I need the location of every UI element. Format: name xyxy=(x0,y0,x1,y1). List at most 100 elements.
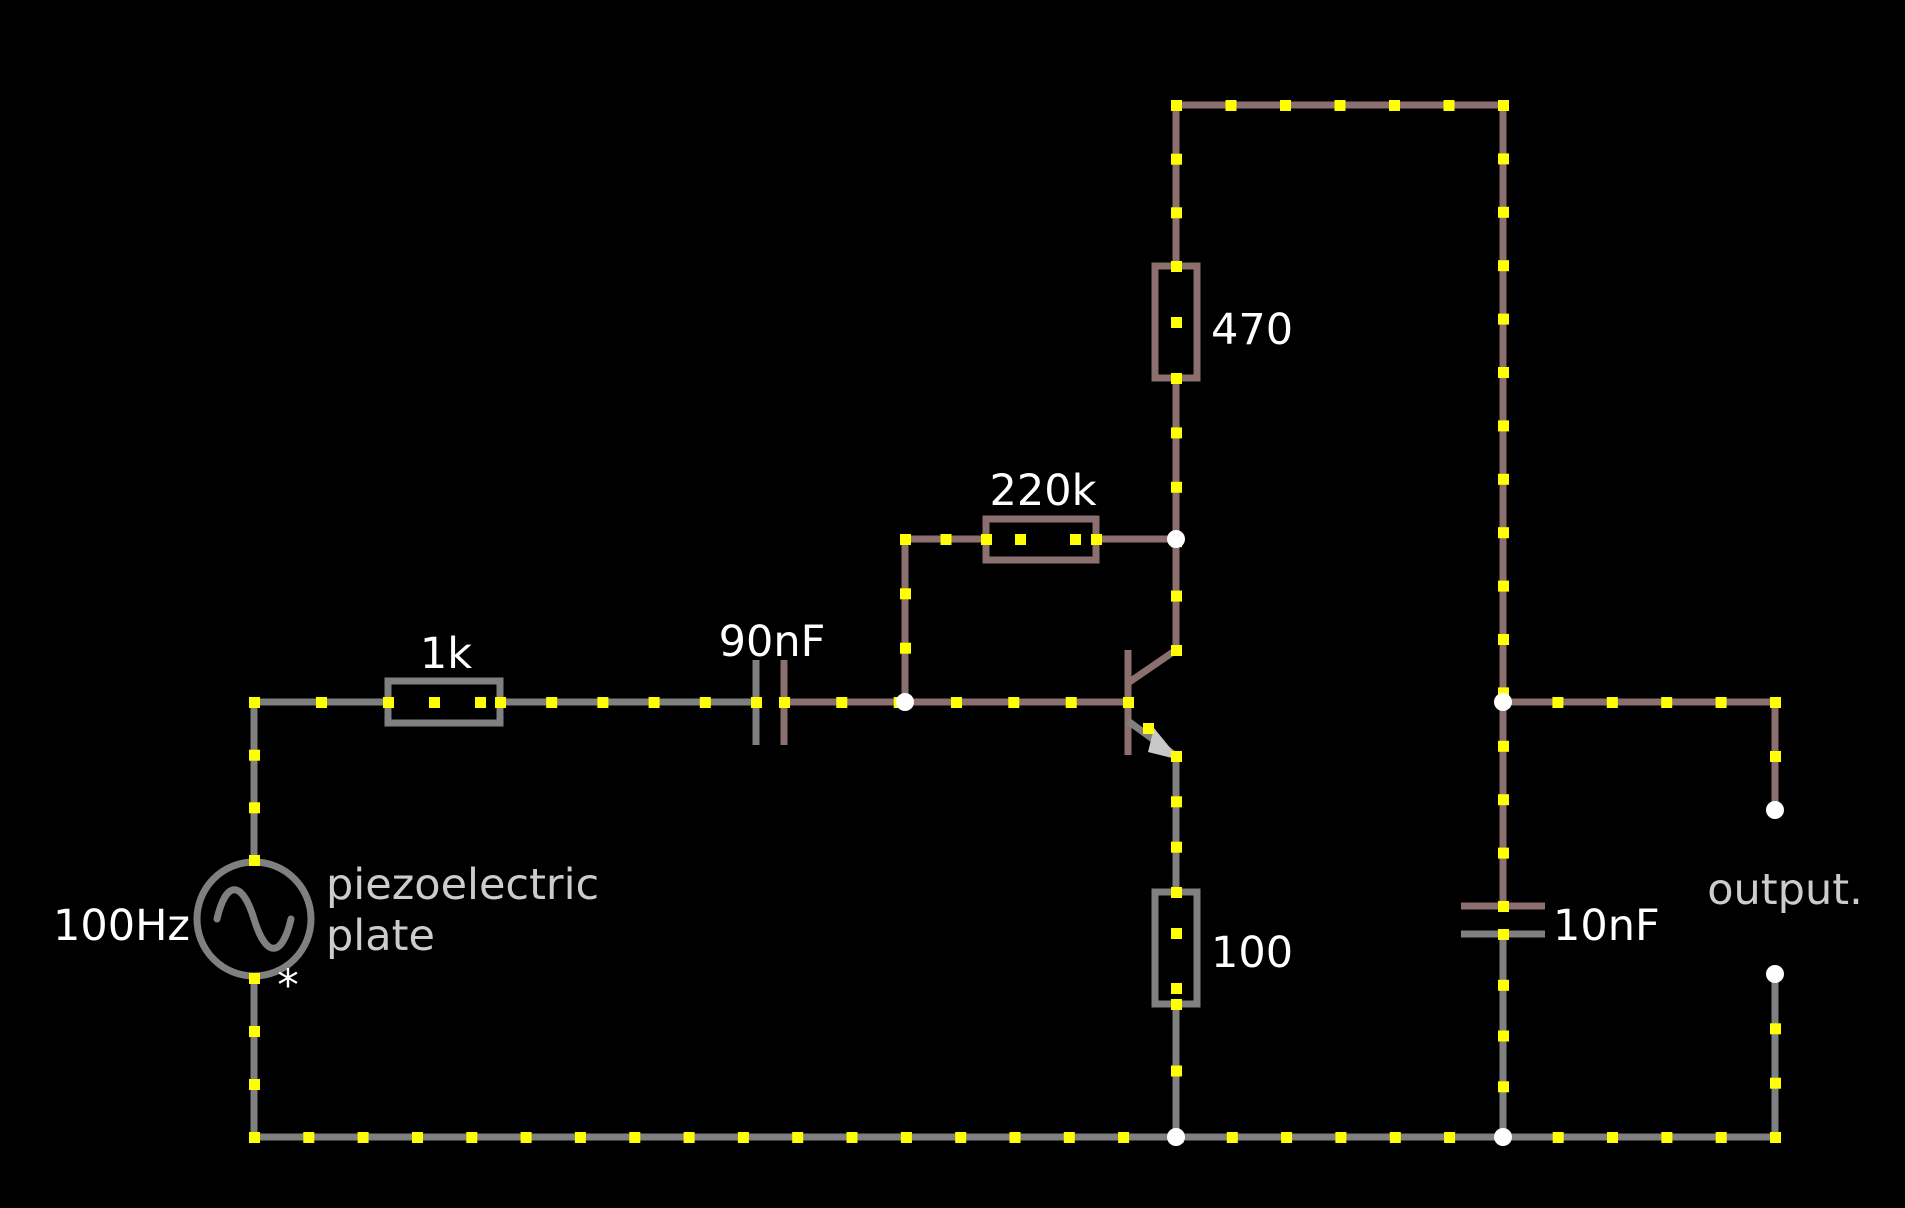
current-dot xyxy=(1123,697,1134,708)
wire-source-bottom xyxy=(250,974,1779,1141)
current-dot xyxy=(1171,983,1182,994)
current-dot xyxy=(1065,697,1077,708)
labels: 1k 90nF 220k 470 100 10nF 100Hz piezoele… xyxy=(53,305,1863,1011)
current-dot xyxy=(574,1132,586,1143)
current-dot xyxy=(1009,1132,1021,1143)
current-dot xyxy=(779,697,790,708)
current-dot xyxy=(1552,697,1564,708)
current-dot xyxy=(1552,1132,1564,1143)
current-dot xyxy=(1063,1132,1075,1143)
current-dot xyxy=(1770,1132,1781,1143)
current-dot xyxy=(955,1132,967,1143)
label-r-feedback: 220k xyxy=(990,466,1097,516)
current-dot xyxy=(836,697,848,708)
current-dot xyxy=(900,1132,912,1143)
label-r-input: 1k xyxy=(420,629,472,679)
current-dot xyxy=(1171,590,1182,602)
current-dot xyxy=(249,749,260,761)
current-dot xyxy=(981,534,992,545)
current-dot xyxy=(1225,100,1237,111)
current-dot xyxy=(1715,697,1727,708)
current-dot xyxy=(1498,1030,1509,1042)
current-dot xyxy=(683,1132,695,1143)
current-dot xyxy=(1389,1132,1401,1143)
current-dot xyxy=(1498,420,1509,432)
current-dot xyxy=(1498,901,1509,912)
current-dot xyxy=(1070,534,1081,545)
current-dot xyxy=(249,697,260,708)
output-terminal-top[interactable] xyxy=(1766,801,1784,819)
current-dot xyxy=(792,1132,804,1143)
current-dot xyxy=(1498,1081,1509,1093)
wires-mauve xyxy=(780,101,1779,910)
current-dot xyxy=(1171,887,1182,898)
current-dot xyxy=(1171,261,1182,272)
current-dot xyxy=(1498,153,1509,165)
current-dot xyxy=(1498,794,1509,806)
current-dot xyxy=(1498,580,1509,592)
current-dot xyxy=(1770,1077,1781,1089)
label-r-collector: 470 xyxy=(1211,305,1293,355)
label-r-emitter: 100 xyxy=(1211,928,1293,978)
wire-top-rail xyxy=(1172,101,1507,910)
current-dot xyxy=(1498,100,1509,111)
current-dot xyxy=(429,697,440,708)
output-terminal-bottom[interactable] xyxy=(1766,965,1784,983)
current-dot xyxy=(249,1132,260,1143)
label-c-output: 10nF xyxy=(1553,901,1660,951)
current-dot xyxy=(1498,313,1509,325)
current-dot xyxy=(316,697,327,708)
current-dot xyxy=(1171,645,1182,656)
sine-wave-icon xyxy=(213,886,295,952)
label-output: output. xyxy=(1707,865,1863,915)
current-dot xyxy=(303,1132,315,1143)
node-output xyxy=(1494,693,1512,711)
current-dot xyxy=(1171,928,1182,939)
wire-source-top xyxy=(250,698,392,864)
current-dot xyxy=(1334,100,1346,111)
current-dot xyxy=(1498,206,1509,218)
current-dot xyxy=(1498,687,1509,699)
junction-nodes xyxy=(896,530,1784,1146)
current-dot xyxy=(1171,796,1182,808)
current-dot xyxy=(1008,697,1020,708)
node-ground-emitter xyxy=(1167,1128,1185,1146)
current-dot xyxy=(1770,697,1781,708)
label-source-name-2: plate xyxy=(326,911,435,961)
current-dot xyxy=(1498,473,1509,485)
ac-source[interactable] xyxy=(193,858,315,980)
current-dot xyxy=(900,534,911,545)
current-dot xyxy=(1171,999,1182,1010)
current-dot xyxy=(1498,634,1509,645)
current-dot xyxy=(1171,207,1182,219)
current-dot xyxy=(940,534,952,545)
current-dot xyxy=(1281,1132,1293,1143)
npn-transistor-icon[interactable] xyxy=(1124,647,1180,760)
current-dot xyxy=(1118,1132,1130,1143)
current-dot xyxy=(1143,723,1154,734)
current-dot xyxy=(737,1132,749,1143)
current-dot xyxy=(597,697,609,708)
label-c-coupling: 90nF xyxy=(719,617,826,667)
current-dot xyxy=(249,1026,260,1037)
label-source-name-1: piezoelectric xyxy=(326,860,599,910)
current-dot xyxy=(466,1132,478,1143)
current-dot xyxy=(520,1132,532,1143)
current-dot xyxy=(1661,1132,1673,1143)
current-dot xyxy=(1171,751,1182,762)
current-dot xyxy=(1015,534,1026,545)
current-dot xyxy=(249,855,260,866)
current-dot xyxy=(249,802,260,814)
current-dot xyxy=(1606,697,1618,708)
current-dot xyxy=(846,1132,858,1143)
current-dot xyxy=(1171,841,1182,853)
current-dot xyxy=(1171,1065,1182,1077)
current-dot xyxy=(475,697,486,708)
current-dot xyxy=(951,697,962,708)
current-dot xyxy=(1498,527,1509,539)
current-dot xyxy=(1770,751,1781,762)
wire-feedback-left xyxy=(901,535,990,706)
current-dot xyxy=(1498,260,1509,272)
current-dot xyxy=(1171,481,1182,493)
